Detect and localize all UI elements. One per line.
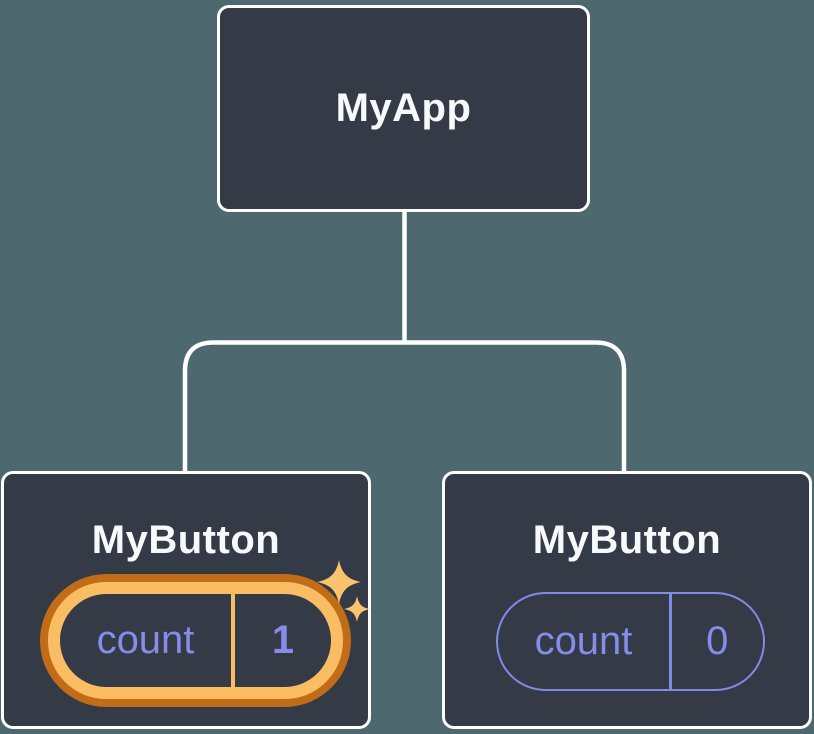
state-pill-highlighted: count 1 xyxy=(40,574,351,707)
child-node-label: MyButton xyxy=(91,518,281,562)
state-pill-divider xyxy=(231,594,235,687)
state-pill-body: count 1 xyxy=(60,594,331,687)
state-pill-divider xyxy=(669,594,672,689)
state-value: 0 xyxy=(706,619,729,663)
state-pill-highlight-ring: count 1 xyxy=(48,582,343,699)
root-node-label: MyApp xyxy=(335,86,472,130)
state-name: count xyxy=(534,619,633,663)
child-node-right: MyButton count 0 xyxy=(442,471,812,729)
child-node-left: MyButton count 1 xyxy=(1,471,371,729)
child-node-label: MyButton xyxy=(532,518,722,562)
state-pill: count 0 xyxy=(496,592,765,691)
root-node: MyApp xyxy=(217,5,590,212)
state-name: count xyxy=(96,618,195,662)
state-value: 1 xyxy=(271,618,295,662)
